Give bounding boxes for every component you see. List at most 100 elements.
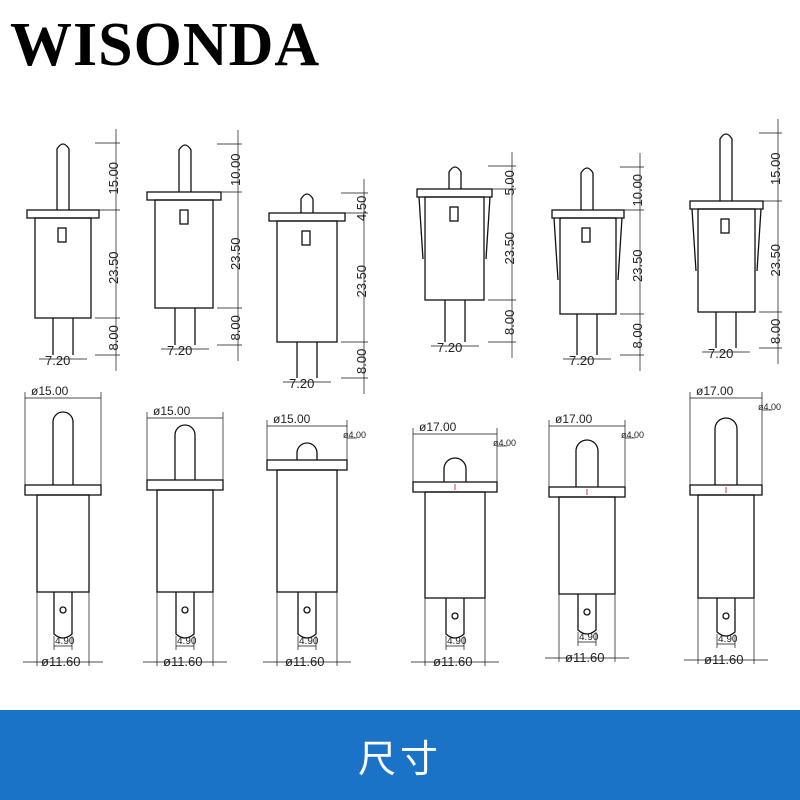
plunger	[178, 144, 192, 192]
switch-body	[156, 489, 214, 593]
switch-body	[697, 208, 756, 313]
dim-tab-label: 4.90	[177, 636, 197, 647]
front-view-6: ø17.00 ø4.00 4.90 ø11.60	[684, 384, 781, 667]
window	[57, 227, 67, 243]
switch-body	[558, 496, 616, 595]
dim-pin-label: ø4.00	[758, 402, 781, 412]
dim-body-label: ø11.60	[285, 654, 325, 669]
flange	[689, 200, 764, 210]
flange	[146, 479, 224, 491]
dim-top: 10.00	[228, 153, 243, 186]
plunger	[52, 411, 74, 485]
switch-body	[424, 491, 486, 599]
front-view-1: ø15.00 4.90 ø11.60	[23, 384, 103, 669]
side-view-2: 10.00 23.50 8.00 7.20	[146, 130, 243, 361]
dim-flange-label: ø17.00	[555, 412, 593, 426]
dim-tab-label: 4.90	[55, 636, 75, 647]
dim-pin-label: ø4.00	[621, 430, 644, 440]
terminal-hole	[303, 606, 311, 614]
dim-body-label: ø11.60	[163, 654, 203, 669]
flange	[266, 459, 348, 471]
dim-mid: 23.50	[106, 251, 121, 284]
dim-bot: 8.00	[630, 323, 645, 348]
plunger	[56, 143, 70, 210]
clip-left	[691, 208, 697, 272]
dim-top: 4.50	[354, 196, 369, 221]
switch-body	[36, 494, 90, 593]
dim-top: 15.00	[106, 162, 121, 195]
dim-width-label: 7.20	[167, 343, 192, 358]
switch-body	[34, 217, 92, 319]
terminal-tab	[716, 598, 736, 637]
dim-bot: 8.00	[228, 315, 243, 340]
dimension-drawing: 15.0023.508.007.2010.0023.508.007.204.50…	[23, 119, 783, 669]
flange	[146, 191, 222, 201]
side-view-1: 15.00 23.50 8.00 7.20	[26, 129, 121, 371]
dim-mid: 23.50	[228, 237, 243, 270]
dim-bot: 8.00	[768, 319, 783, 344]
dim-flange-label: ø17.00	[696, 384, 734, 398]
dim-width-label: 7.20	[708, 346, 733, 361]
dim-tab-label: 4.90	[447, 636, 467, 647]
dim-flange-label: ø15.00	[31, 384, 69, 398]
switch-body	[424, 196, 485, 301]
dim-body-label: ø11.60	[41, 654, 81, 669]
dim-width-label: 7.20	[45, 353, 70, 368]
dim-body-label: ø11.60	[433, 654, 473, 669]
dim-tab-label: 4.90	[579, 632, 599, 643]
plunger	[580, 167, 594, 210]
plunger	[714, 417, 738, 485]
switch-body	[154, 199, 214, 309]
terminal-tab	[445, 598, 465, 639]
dim-bot: 8.00	[106, 325, 121, 350]
dim-width-label: 7.20	[289, 376, 314, 391]
switch-body	[559, 217, 617, 315]
switch-body	[276, 220, 338, 343]
switch-body	[276, 469, 338, 593]
flange	[268, 212, 346, 222]
dim-mid: 23.50	[354, 265, 369, 298]
dim-top: 5.00	[502, 170, 517, 195]
terminal-hole	[59, 606, 67, 614]
dim-bot: 8.00	[354, 349, 369, 374]
terminal-tab	[53, 592, 73, 639]
window	[301, 230, 311, 246]
flange	[416, 188, 493, 198]
window	[179, 209, 189, 225]
plunger	[575, 439, 599, 487]
plunger	[448, 166, 462, 189]
terminal-tab	[175, 592, 195, 639]
footer-label: 尺寸	[357, 736, 442, 781]
plunger	[443, 457, 467, 482]
clip-right	[756, 208, 762, 272]
dim-flange-label: ø15.00	[273, 412, 311, 426]
terminal-hole	[451, 612, 459, 620]
side-view-3: 4.50 23.50 8.00 7.20	[268, 179, 369, 394]
dim-body-label: ø11.60	[565, 650, 605, 665]
terminal-hole	[583, 608, 591, 616]
terminal-tab	[297, 592, 317, 639]
window	[449, 206, 459, 222]
switch-body	[697, 494, 755, 599]
dim-tab-label: 4.90	[718, 634, 738, 645]
dim-flange-label: ø15.00	[153, 404, 191, 418]
terminal-hole	[722, 612, 730, 620]
dim-tab-label: 4.90	[299, 636, 319, 647]
side-views: 15.0023.508.007.2010.0023.508.007.204.50…	[26, 119, 783, 394]
footer-banner: 尺寸	[0, 710, 800, 800]
flange	[26, 209, 100, 219]
plunger	[719, 133, 733, 201]
flange	[24, 484, 102, 496]
dim-body-label: ø11.60	[704, 652, 744, 667]
dim-mid: 23.50	[768, 244, 783, 277]
dim-top: 15.00	[768, 152, 783, 185]
dim-mid: 23.50	[630, 249, 645, 282]
dim-width-label: 7.20	[437, 340, 462, 355]
side-view-6: 15.00 23.50 8.00 7.20	[689, 119, 783, 364]
dim-width-label: 7.20	[569, 353, 594, 368]
clip-right	[485, 196, 491, 260]
